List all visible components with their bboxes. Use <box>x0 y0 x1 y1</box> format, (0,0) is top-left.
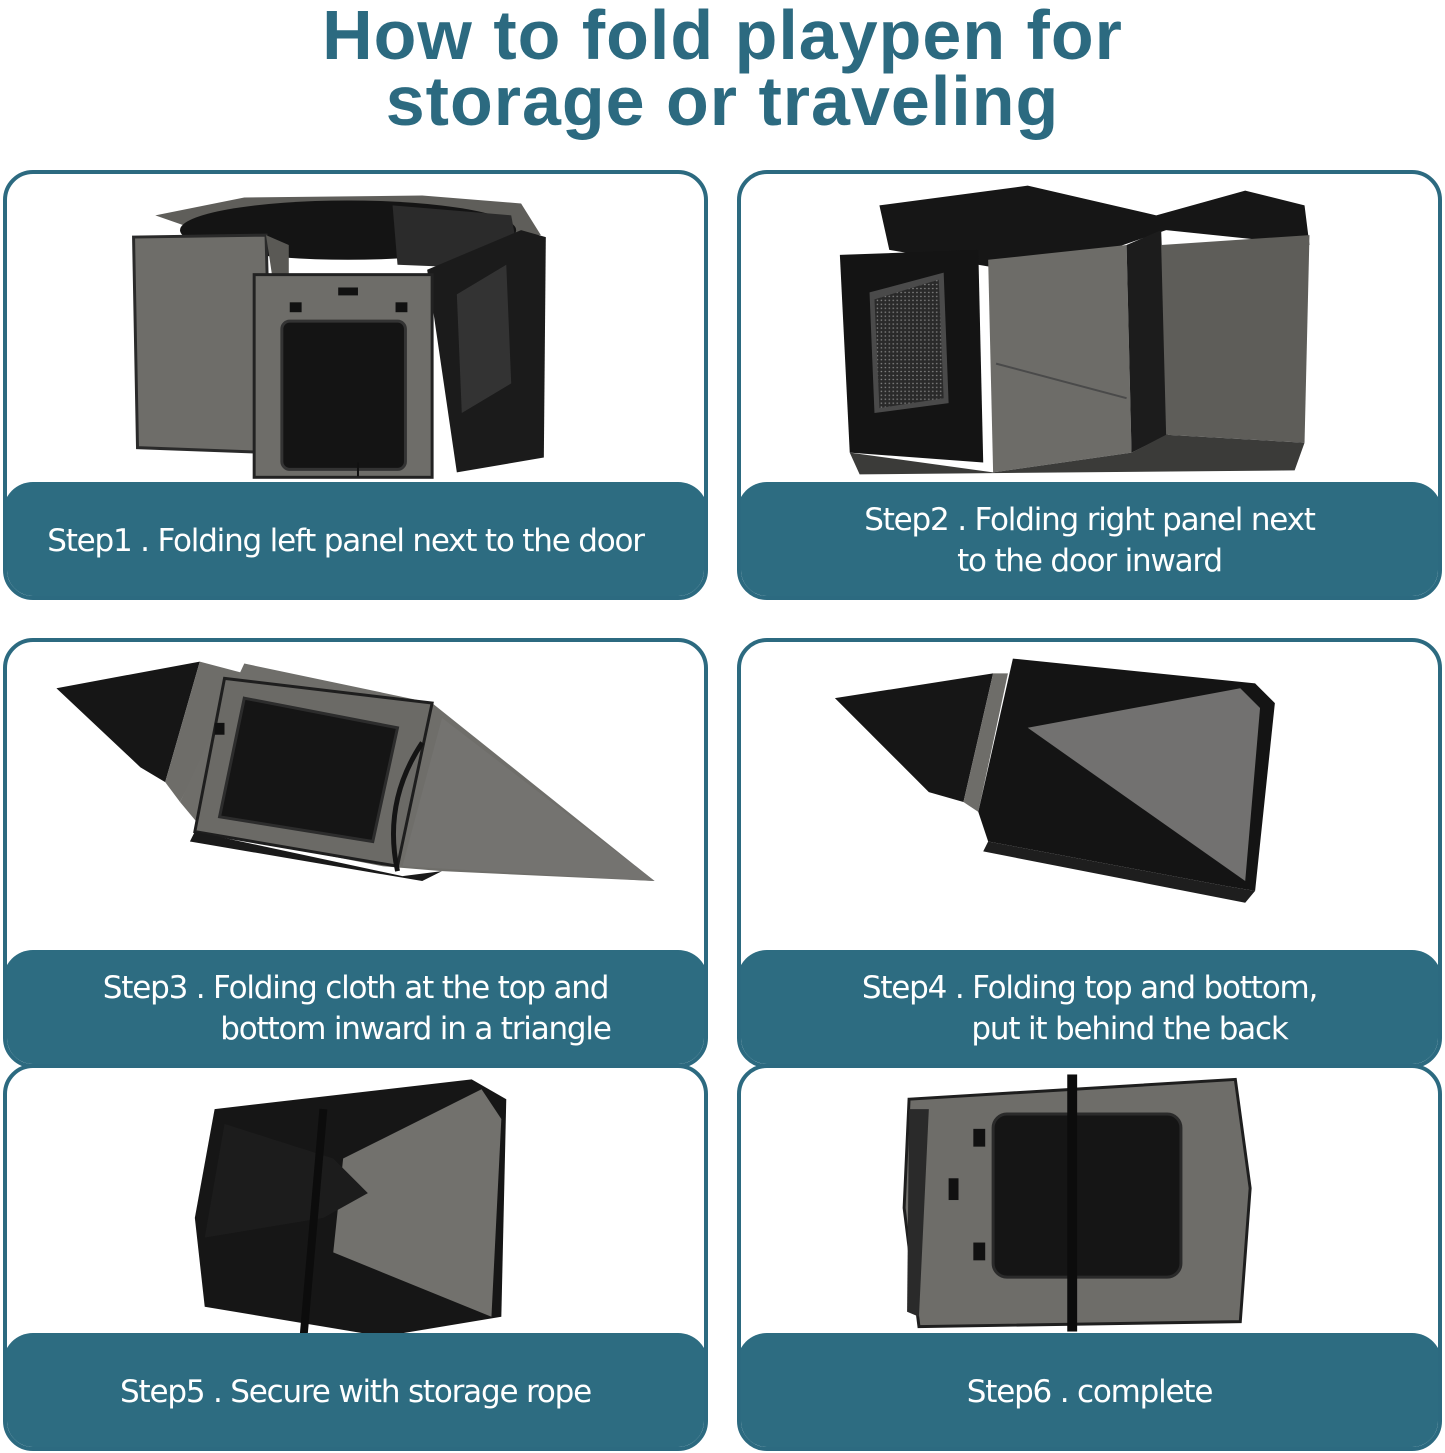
title-line-1: How to fold playpen for <box>322 0 1123 74</box>
step-1-image <box>7 174 704 486</box>
step-2-text-line-1: Step2 . Folding right panel next <box>864 502 1316 538</box>
step-5-card: Step5 . Secure with storage rope <box>3 1064 708 1451</box>
step-2-image <box>741 174 1438 486</box>
step-5-image <box>7 1068 704 1338</box>
step-5-caption: Step5 . Secure with storage rope <box>7 1333 704 1447</box>
playpen-right-folded-illustration <box>839 185 1310 475</box>
step-3-caption: Step3 . Folding cloth at the top and bot… <box>7 950 704 1064</box>
step-4-caption: Step4 . Folding top and bottom, put it b… <box>741 950 1438 1064</box>
playpen-complete-illustration <box>902 1074 1252 1332</box>
step-1-caption: Step1 . Folding left panel next to the d… <box>7 482 704 596</box>
playpen-secured-illustration <box>194 1079 507 1337</box>
step-1-text: Step1 . Folding left panel next to the d… <box>47 522 645 559</box>
step-4-card: Step4 . Folding top and bottom, put it b… <box>737 638 1442 1068</box>
step-2-card: Step2 . Folding right panel next to the … <box>737 170 1442 600</box>
step-4-text-line-1: Step4 . Folding top and bottom, <box>861 970 1318 1006</box>
step-2-caption: Step2 . Folding right panel next to the … <box>741 482 1438 596</box>
step-3-card: Step3 . Folding cloth at the top and bot… <box>3 638 708 1068</box>
step-4-text-line-2: put it behind the back <box>971 1011 1288 1047</box>
step-2-text-line-2: to the door inward <box>957 543 1223 579</box>
step-4-image <box>741 642 1438 954</box>
page-title: How to fold playpen for storage or trave… <box>0 0 1445 140</box>
playpen-open-illustration <box>132 195 546 479</box>
step-3-text-line-1: Step3 . Folding cloth at the top and <box>102 970 610 1006</box>
playpen-diamond-illustration <box>56 661 655 882</box>
step-6-image <box>741 1068 1438 1338</box>
step-1-card: Step1 . Folding left panel next to the d… <box>3 170 708 600</box>
step-6-text: Step6 . complete <box>966 1373 1214 1410</box>
playpen-folded-triangle-illustration <box>834 658 1275 903</box>
step-3-text-line-2: bottom inward in a triangle <box>220 1011 612 1047</box>
step-5-text: Step5 . Secure with storage rope <box>120 1373 592 1410</box>
step-6-card: Step6 . complete <box>737 1064 1442 1451</box>
title-line-2: storage or traveling <box>385 62 1060 140</box>
step-6-caption: Step6 . complete <box>741 1333 1438 1447</box>
step-3-image <box>7 642 704 954</box>
